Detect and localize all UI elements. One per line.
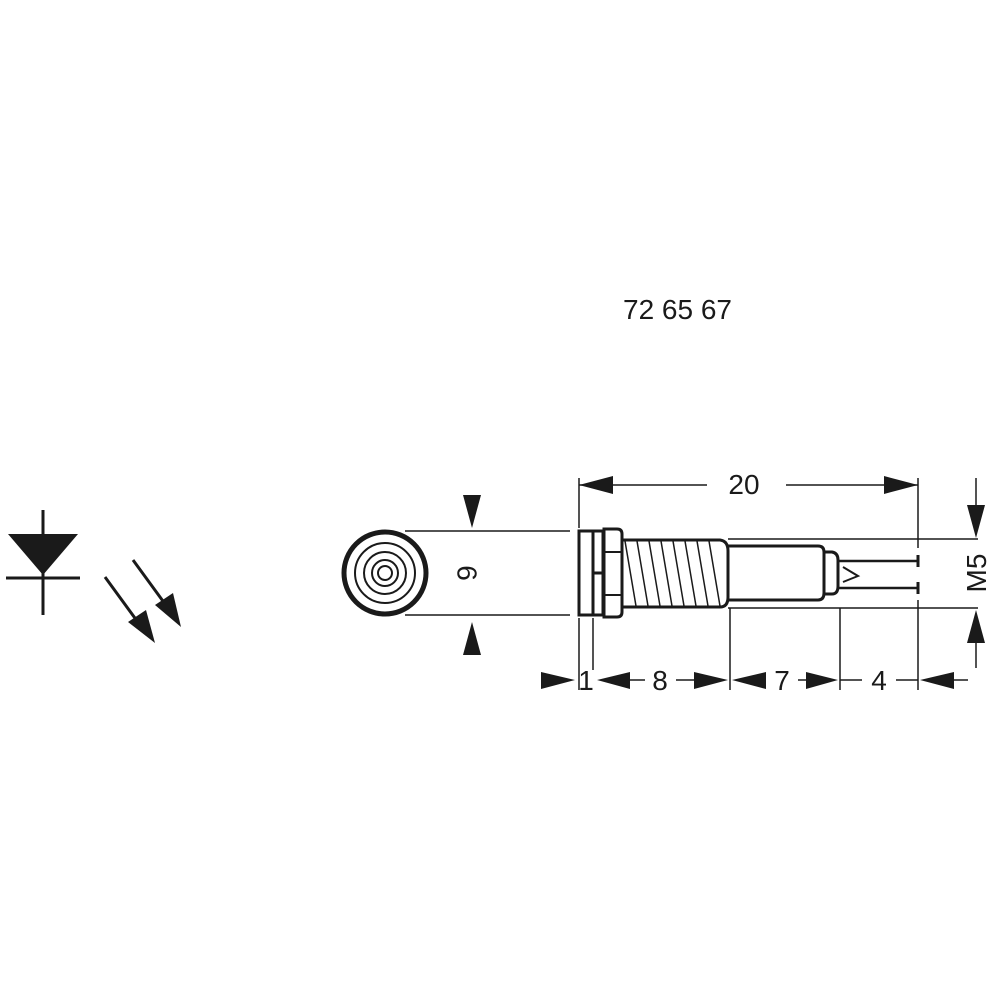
dim-flange-1: 1 — [578, 665, 594, 696]
dim-chain-bottom: 1 8 7 4 — [541, 665, 968, 696]
dim-overall-length: 20 — [579, 469, 918, 500]
front-view: 6 — [341, 495, 570, 655]
dim-diameter-6: 6 — [452, 565, 483, 581]
dim-length-20: 20 — [728, 469, 759, 500]
dim-thread-length-8: 8 — [652, 665, 668, 696]
dim-pin-4: 4 — [871, 665, 887, 696]
led-symbol-icon — [6, 510, 181, 643]
dim-body-7: 7 — [774, 665, 790, 696]
dim-thread-m5: M5 — [961, 554, 992, 593]
extension-lines — [578, 478, 978, 690]
light-emission-arrows-icon — [103, 559, 181, 643]
dim-thread: M5 — [961, 478, 992, 668]
part-number: 72 65 67 — [623, 294, 732, 325]
side-view — [577, 527, 920, 619]
